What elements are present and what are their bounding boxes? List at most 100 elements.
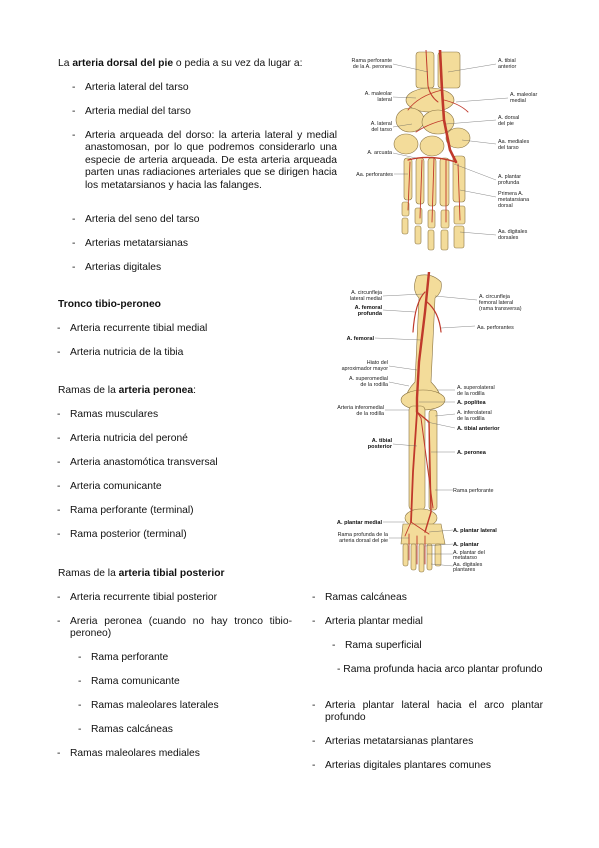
leg-label: Aa. perforantes (477, 325, 514, 331)
foot-label: Rama perforante (352, 58, 392, 64)
sub-list-item: Ramas calcáneas (78, 724, 173, 737)
dorsal-intro: La arteria dorsal del pie o pedia a su v… (58, 58, 328, 70)
list-item: Arteria plantar medial (312, 616, 423, 629)
list-item: Arteria del seno del tarso (72, 214, 340, 227)
dorsal-intro-pre: La (58, 58, 73, 69)
leg-label: A. superolateral (457, 385, 495, 391)
leg-label: Rama profunda de la (338, 532, 388, 538)
list-item: Arterias metatarsianas plantares (312, 736, 473, 749)
list-item: Arterias digitales plantares comunes (312, 760, 491, 773)
leg-label: arteria dorsal del pie (339, 538, 388, 544)
leg-label: posterior (368, 444, 393, 450)
sub-list-item: Rama perforante (78, 652, 168, 665)
foot-arteries (407, 50, 469, 223)
foot-label: A. arcuata (367, 150, 392, 156)
list-item: Arteria anastomótica transversal (57, 457, 218, 470)
foot-label: dorsales (498, 235, 519, 241)
foot-arteries-figure: Rama perforante de la A. peronea A. tibi… (338, 50, 548, 262)
foot-label: del tarso (371, 127, 392, 133)
peronea-heading-bold: arteria peronea (118, 385, 194, 396)
sub-list-item: Rama comunicante (78, 676, 180, 689)
list-item: Arteria recurrente tibial posterior (57, 592, 295, 605)
leg-label: Arteria inferomedial (337, 405, 384, 411)
dorsal-intro-post: o pedia a su vez da lugar a: (173, 58, 303, 69)
sub-list-item: Ramas maleolares laterales (78, 700, 219, 713)
foot-label: A. maleolar (365, 91, 392, 97)
foot-label: A. lateral (371, 121, 392, 127)
leg-label: de la rodilla (356, 411, 384, 417)
leg-label: A. poplítea (457, 400, 486, 406)
leg-label: de la rodilla (457, 391, 485, 397)
foot-label: dorsal (498, 203, 513, 209)
dorsal-intro-bold: arteria dorsal del pie (72, 58, 174, 69)
foot-label: Primera A. (498, 191, 523, 197)
leg-arteries (404, 272, 442, 565)
list-item: Ramas maleolares mediales (57, 748, 200, 761)
list-item: Arteria comunicante (57, 481, 162, 494)
leg-label: Hiato del (367, 360, 388, 366)
leg-label: A. tibial (372, 438, 393, 444)
foot-label: A. dorsal (498, 115, 519, 121)
foot-label: anterior (498, 64, 516, 70)
leg-label: Aa. digitales (453, 562, 483, 568)
foot-label: Aa. mediales (498, 139, 529, 145)
leg-label: (rama transversa) (479, 306, 522, 312)
list-item: Arteria nutricia del peroné (57, 433, 188, 446)
list-item: Rama perforante (terminal) (57, 505, 194, 518)
foot-label: metatarsiana (498, 197, 529, 203)
leg-label: A. superomedial (349, 376, 388, 382)
leg-label: plantares (453, 567, 475, 573)
foot-label: A. plantar (498, 174, 521, 180)
leg-label: A. femoral (347, 336, 375, 342)
leg-label: A. circunfleja (351, 290, 382, 296)
leg-label: de la rodilla (457, 416, 485, 422)
leg-label: A. plantar del (453, 550, 485, 556)
leg-label: A. tibial anterior (457, 426, 500, 432)
leg-label: metatarso (453, 555, 477, 561)
leg-label: A. inferolateral (457, 410, 492, 416)
leg-label: profunda (358, 311, 383, 317)
foot-label: del tarso (498, 145, 519, 151)
leg-label: aproximador mayor (342, 366, 389, 372)
sub-list-item: - Rama profunda hacia arco plantar profu… (337, 664, 543, 675)
foot-label: Aa. digitales (498, 229, 528, 235)
foot-leaders (392, 63, 509, 236)
leg-label: A. femoral (355, 305, 383, 311)
foot-label: del pie (498, 121, 514, 127)
sub-list-item-text: Rama profunda hacia arco plantar profund… (343, 664, 543, 675)
list-item: Arteria plantar lateral hacia el arco pl… (312, 700, 543, 725)
peronea-heading-post: : (193, 385, 196, 396)
tibial-posterior-heading: Ramas de la arteria tibial posterior (58, 568, 225, 580)
foot-label: A. maleolar (510, 92, 537, 98)
peronea-heading-pre: Ramas de la (58, 385, 119, 396)
foot-label: medial (510, 98, 526, 104)
leg-label: A. peronea (457, 450, 487, 456)
leg-label: A. plantar (453, 542, 480, 548)
list-item: Arteria recurrente tibial medial (57, 323, 330, 336)
leg-label: A. plantar lateral (453, 528, 497, 534)
leg-label: de la rodilla (360, 382, 388, 388)
list-item: Arteria arqueada del dorso: la arteria l… (72, 130, 337, 192)
leg-label: lateral medial (350, 296, 382, 302)
list-item: Arterias metatarsianas (72, 238, 340, 251)
foot-label: profunda (498, 180, 519, 186)
leg-label: Rama perforante (453, 488, 493, 494)
tibial-heading-bold: arteria tibial posterior (118, 568, 225, 579)
leg-arteries-figure: A. circunfleja lateral medial A. femoral… (305, 272, 550, 577)
peronea-heading: Ramas de la arteria peronea: (58, 385, 196, 397)
list-item: Ramas musculares (57, 409, 158, 422)
leg-label: A. circunfleja (479, 294, 510, 300)
tronco-heading: Tronco tibio-peroneo (58, 299, 161, 310)
leg-label: A. plantar medial (337, 520, 383, 526)
foot-label: A. tibial (498, 58, 516, 64)
list-item: Arteria medial del tarso (72, 106, 340, 119)
sub-list-item: Rama superficial (332, 640, 422, 653)
list-item: Arteria nutricia de la tibia (57, 347, 330, 360)
list-item: Arterias digitales (72, 262, 340, 275)
foot-label: Aa. perforantes (356, 172, 393, 178)
list-item: Ramas calcáneas (312, 592, 407, 605)
leg-leaders (374, 293, 478, 567)
foot-label: lateral (377, 97, 392, 103)
list-item: Areria peronea (cuando no hay tronco tib… (57, 616, 292, 641)
foot-label: de la A. peronea (353, 64, 392, 70)
